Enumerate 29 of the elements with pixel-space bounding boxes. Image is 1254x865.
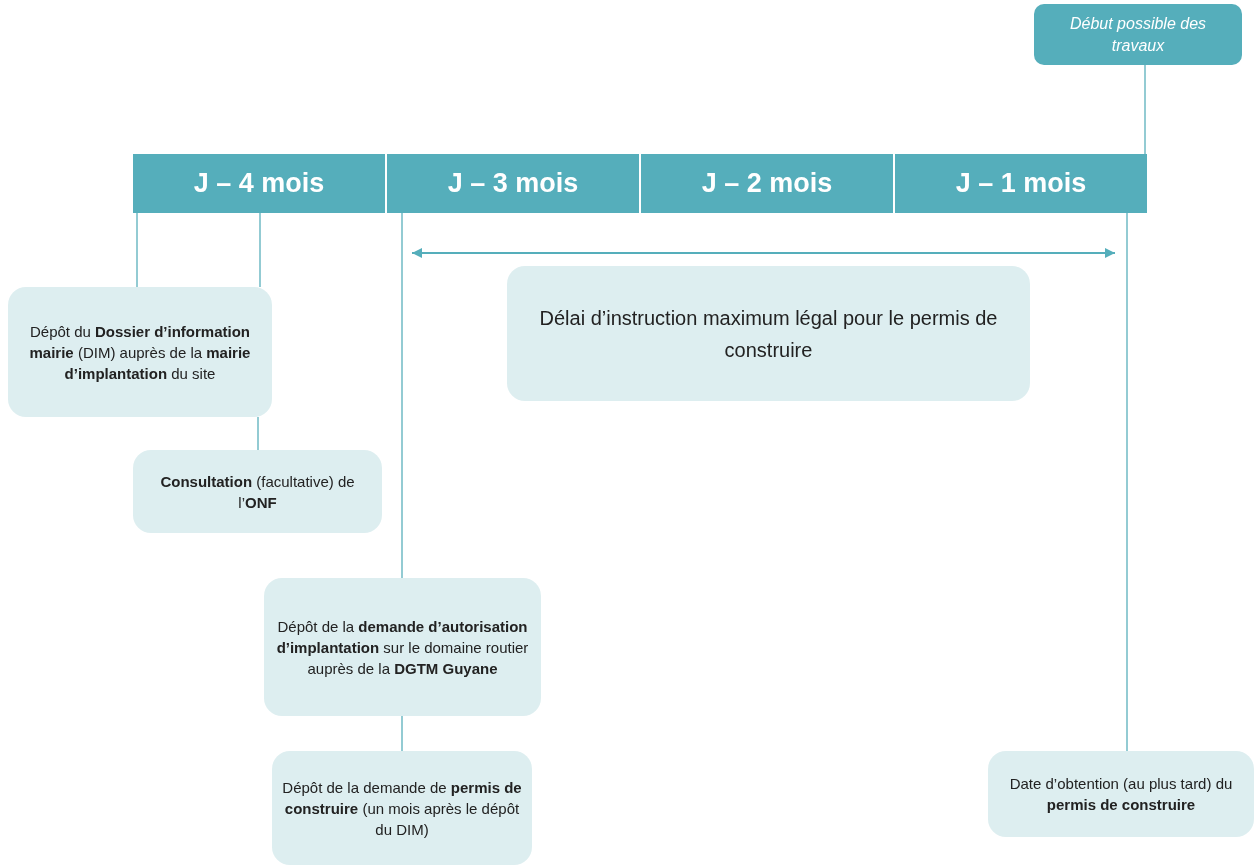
period-label: J – 2 mois	[701, 168, 833, 199]
timeline-segment	[895, 154, 1147, 213]
timeline-segment	[133, 154, 385, 213]
step-box	[133, 450, 382, 533]
step-text: Consultation (facultative) de l’ONF	[159, 471, 356, 513]
connector-line	[259, 212, 261, 288]
milestone-box	[1034, 4, 1242, 65]
milestone-text: Début possible des travaux	[1068, 13, 1208, 56]
connector-line	[257, 416, 259, 451]
step-box	[272, 751, 532, 865]
step-text: Dépôt de la demande de permis de construire (un mois après le dépôt du DIM)	[282, 777, 522, 840]
period-label: J – 3 mois	[447, 168, 579, 199]
step-box	[8, 287, 272, 417]
timeline-segment	[387, 154, 639, 213]
step-box	[988, 751, 1254, 837]
connector-line	[136, 212, 138, 288]
timeline-segment	[641, 154, 893, 213]
step-text: Dépôt de la demande d’autorisation d’implantation sur le domaine routier auprès de la DGTM Guyane	[275, 616, 530, 679]
connector-line	[1126, 212, 1128, 752]
connector-line	[401, 212, 403, 579]
duration-box	[507, 266, 1030, 401]
period-label: J – 1 mois	[955, 168, 1087, 199]
step-box	[264, 578, 541, 716]
connector-line	[1144, 64, 1146, 155]
duration-text: Délai d’instruction maximum légal pour le permis de construire	[538, 305, 999, 363]
step-text: Date d’obtention (au plus tard) du permis de construire	[1008, 774, 1234, 815]
connector-line	[401, 715, 403, 752]
step-text: Dépôt du Dossier d’information mairie (DIM) auprès de la mairie d’implantation du site	[28, 321, 252, 384]
period-label: J – 4 mois	[193, 168, 325, 199]
